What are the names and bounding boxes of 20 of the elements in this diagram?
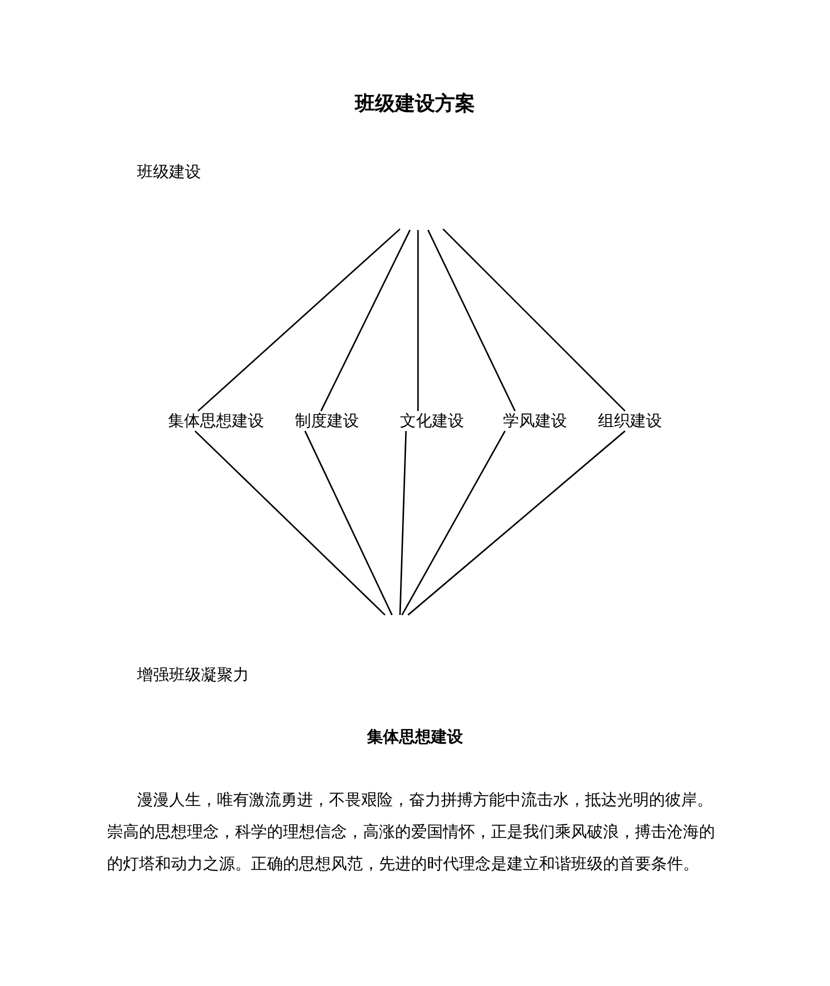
branch-label: 制度建设 (295, 411, 359, 431)
branch-label: 学风建设 (503, 411, 567, 431)
connector-line (320, 230, 411, 412)
branch-label: 组织建设 (598, 411, 662, 431)
connector-line (442, 228, 626, 412)
connector-line (408, 430, 626, 616)
branch-label: 文化建设 (400, 411, 464, 431)
section-label: 增强班级凝聚力 (137, 665, 249, 685)
section-heading: 集体思想建设 (366, 727, 464, 747)
connector-line (194, 430, 386, 616)
section-label: 班级建设 (137, 162, 201, 182)
connector-line (198, 228, 400, 412)
title: 班级建设方案 (354, 90, 476, 116)
connector-line (304, 430, 393, 616)
connector-line (417, 230, 419, 411)
body-paragraph: 漫漫人生，唯有激流勇进，不畏艰险，奋力拼搏方能中流击水，抵达光明的彼岸。崇高的思想理念，科学的理想信念，高涨的爱国情怀，正是我们乘风破浪，搏击沧海的的灯塔和动力之源。正确的思想风范，先进的时代理念是建立和谐班级的首要条件。 (107, 789, 716, 875)
connector-line (427, 230, 516, 412)
connector-line (399, 430, 407, 616)
connector-line (401, 430, 506, 616)
branch-label: 集体思想建设 (168, 411, 264, 431)
